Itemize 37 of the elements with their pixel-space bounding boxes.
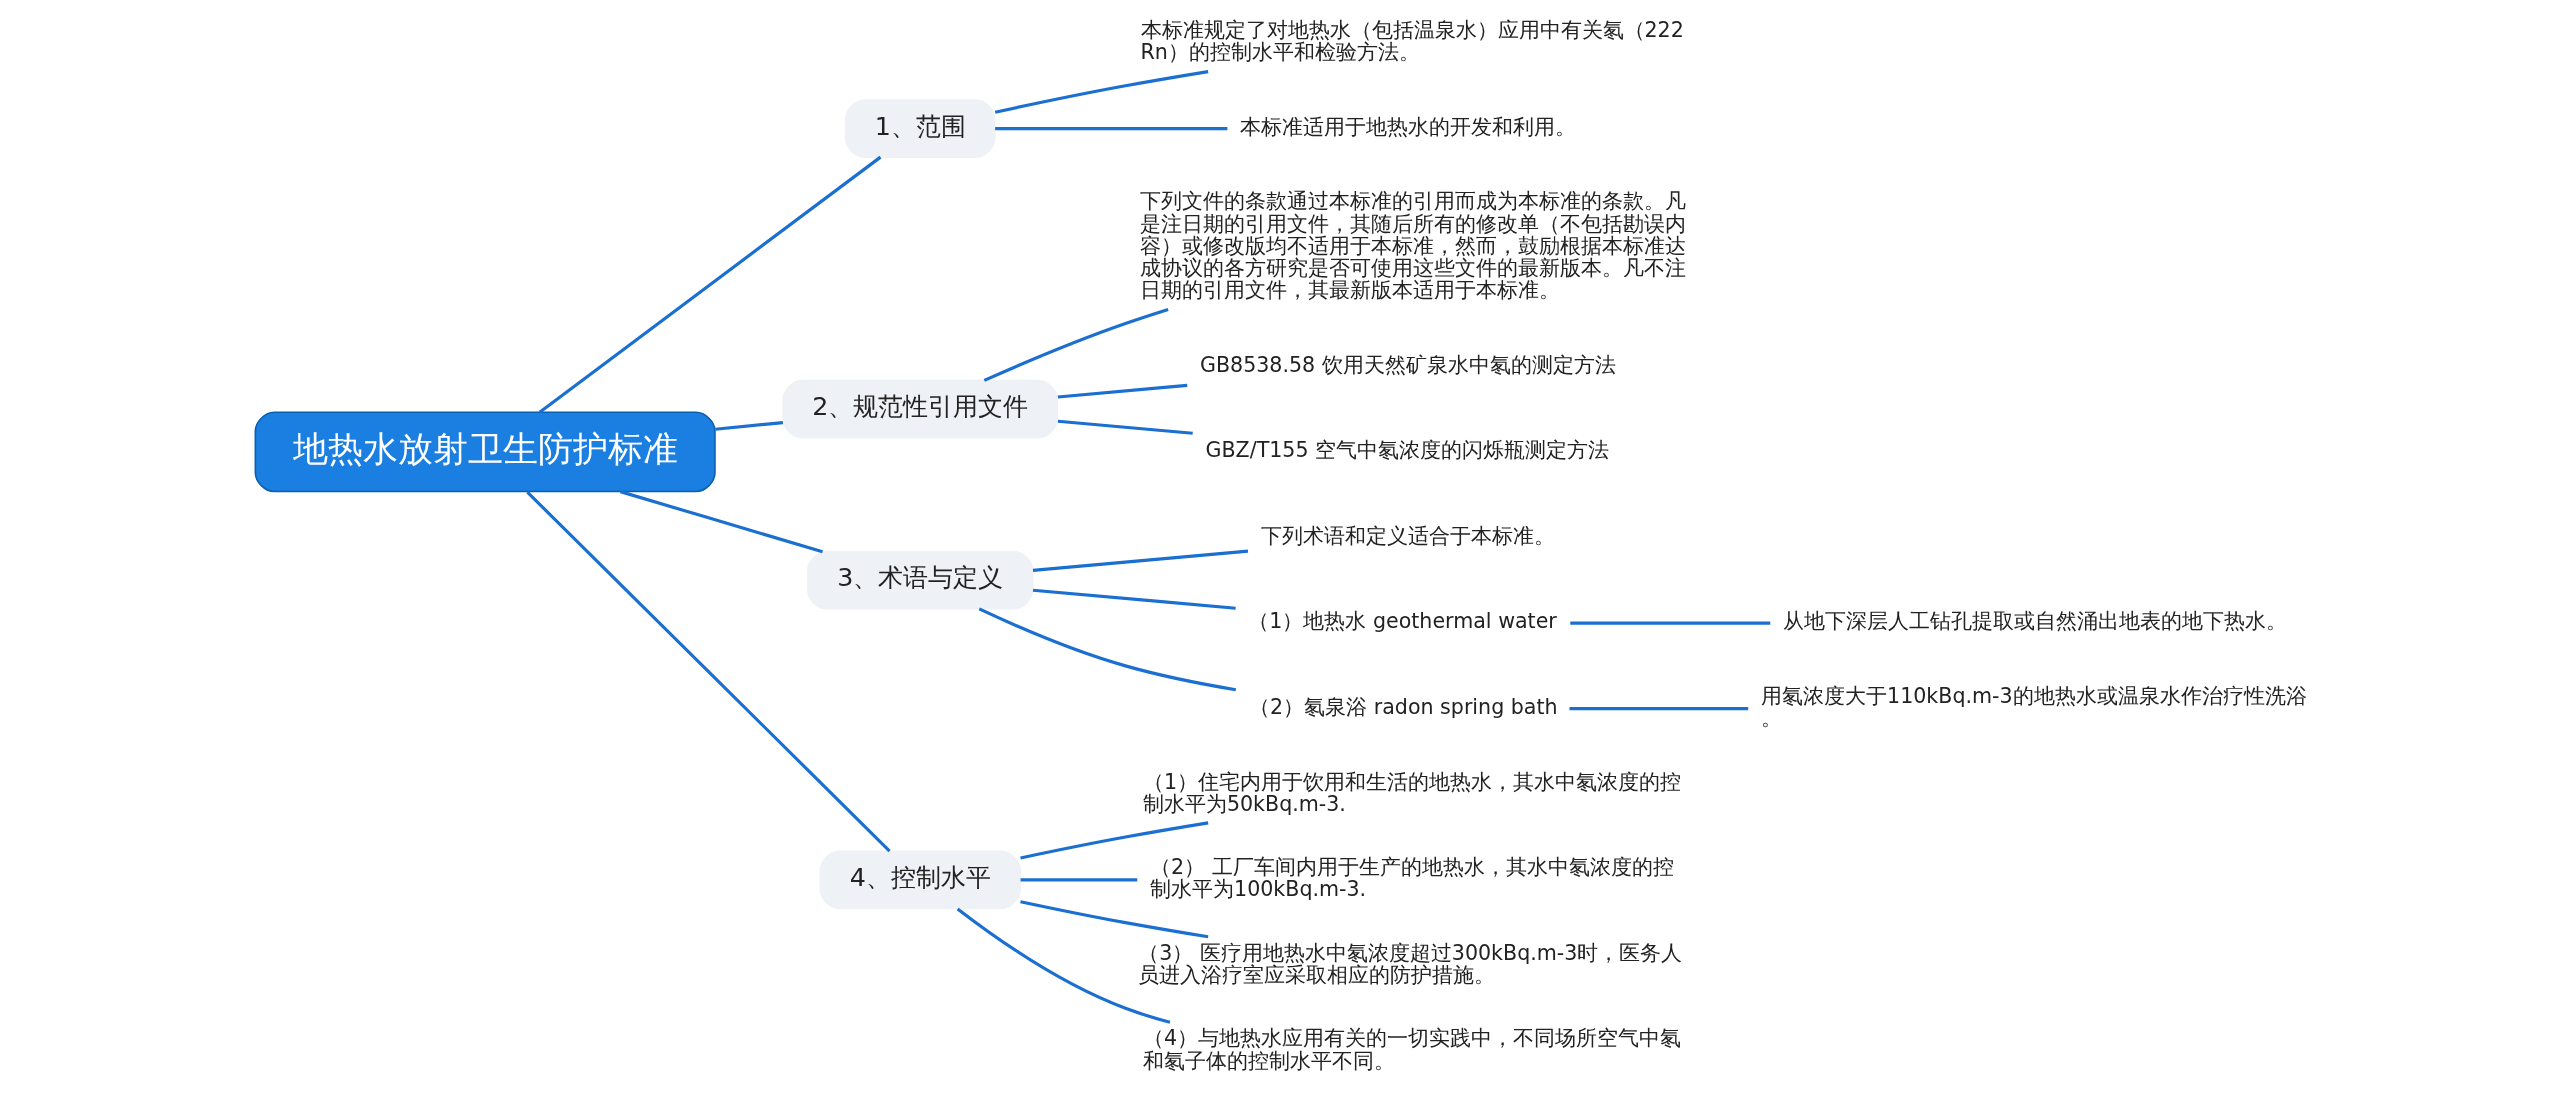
node-box: 2、规范性引用文件	[782, 379, 1059, 439]
connector	[526, 491, 891, 853]
connector	[1569, 707, 1749, 711]
node-text: 从地下深层人工钻孔提取或自然涌出地表的地下热水。	[1783, 609, 2288, 634]
node-text: （1）住宅内用于饮用和生活的地热水，其水中氡浓度的控制水平为50kBq.m-3.	[1142, 769, 1682, 816]
node-text: 下列术语和定义适合于本标准。	[1260, 523, 1555, 548]
node-text: （2）氡泉浴 radon spring bath	[1249, 695, 1558, 720]
connector	[1032, 588, 1236, 610]
connector	[1020, 878, 1138, 882]
node-text: （1）地热水 geothermal water	[1248, 609, 1557, 634]
node-text: 本标准适用于地热水的开发和利用。	[1240, 114, 1577, 139]
node-text: （2） 工厂车间内用于生产的地热水，其水中氡浓度的控制水平为100kBq.m-3.	[1150, 855, 1674, 902]
connector	[538, 155, 882, 414]
connector	[994, 70, 1209, 114]
node-box: 3、术语与定义	[806, 550, 1034, 610]
connector	[620, 490, 823, 554]
connector	[1020, 821, 1209, 860]
connector	[1020, 900, 1209, 939]
node-text: GBZ/T155 空气中氡浓度的闪烁瓶测定方法	[1205, 438, 1610, 463]
node-text: 用氡浓度大于110kBq.m-3的地热水或温泉水作治疗性洗浴。	[1761, 683, 2307, 731]
connector	[995, 127, 1228, 131]
node-box: 地热水放射卫生防护标准	[254, 411, 716, 493]
node-text: （3） 医疗用地热水中氡浓度超过300kBq.m-3时，医务人员进入浴疗室应采取相应的防护措施。	[1138, 940, 1683, 987]
node-text: （4）与地热水应用有关的一切实践中，不同场所空气中氡和氡子体的控制水平不同。	[1142, 1026, 1682, 1073]
connector	[1057, 419, 1193, 435]
node-text: 下列文件的条款通过本标准的引用而成为本标准的条款。凡是注日期的引用文件，其随后所有的修改单（不包括勘误内容）或修改版均不适用于本标准，然而，鼓励根据本标准达成协议的各方研究是否可使用这些文件的最新版本。凡不注日期的引用文件，其最新版本适用于本标准。	[1139, 189, 1686, 303]
connector	[715, 421, 784, 431]
node-text: 本标准规定了对地热水（包括温泉水）应用中有关氡（222Rn）的控制水平和检验方法。	[1140, 18, 1684, 65]
node-box: 1、范围	[844, 99, 996, 158]
connector	[1032, 549, 1249, 572]
node-box: 4、控制水平	[819, 850, 1021, 910]
connector	[1057, 383, 1188, 399]
node-text: GB8538.58 饮用天然矿泉水中氡的测定方法	[1199, 352, 1616, 377]
connector	[956, 907, 1171, 1024]
connector	[1570, 621, 1771, 625]
connector	[983, 307, 1169, 382]
connector	[978, 607, 1237, 692]
